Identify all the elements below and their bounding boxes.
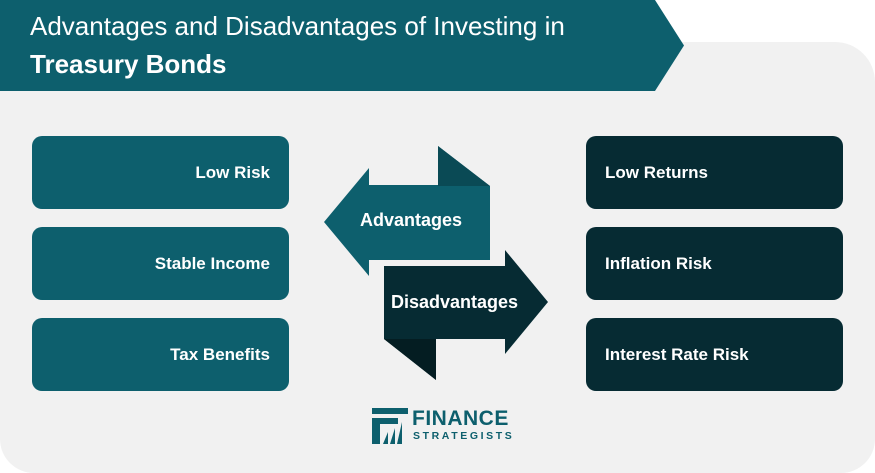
advantage-item-low-risk: Low Risk (32, 136, 289, 209)
advantages-arrow-fold (438, 146, 490, 186)
logo-word-strategists: STRATEGISTS (413, 430, 515, 442)
title-banner: Advantages and Disadvantages of Investin… (0, 0, 684, 91)
disadvantage-item-interest-rate-risk: Interest Rate Risk (586, 318, 843, 391)
disadvantage-item-inflation-risk: Inflation Risk (586, 227, 843, 300)
banner-shape (0, 0, 684, 91)
finance-strategists-logo: FINANCE STRATEGISTS (372, 406, 512, 446)
advantage-item-stable-income: Stable Income (32, 227, 289, 300)
advantage-item-label: Stable Income (154, 253, 270, 273)
exchange-arrows: Advantages Disadvantages (324, 145, 550, 381)
disadvantage-item-label: Interest Rate Risk (605, 344, 749, 364)
disadvantage-item-label: Low Returns (605, 162, 708, 182)
logo-mark-icon (372, 408, 408, 444)
disadvantage-item-label: Inflation Risk (605, 253, 712, 273)
advantages-arrow-label: Advantages (360, 210, 463, 230)
disadvantages-arrow-label: Disadvantages (391, 292, 519, 312)
advantage-item-label: Low Risk (195, 162, 270, 182)
arrows-graphic (324, 146, 548, 380)
logo-word-finance: FINANCE (412, 407, 509, 430)
advantage-item-label: Tax Benefits (170, 344, 270, 364)
advantage-item-tax-benefits: Tax Benefits (32, 318, 289, 391)
disadvantages-arrow (384, 250, 548, 380)
page-title-line1: Advantages and Disadvantages of Investin… (30, 11, 565, 41)
page-title-line2: Treasury Bonds (30, 49, 227, 79)
disadvantage-item-low-returns: Low Returns (586, 136, 843, 209)
disadvantages-arrow-fold (384, 339, 436, 380)
